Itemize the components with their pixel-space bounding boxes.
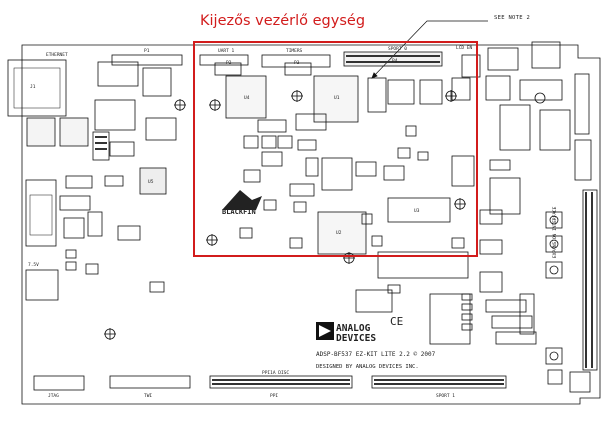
part-j1: J1: [30, 84, 36, 90]
part-u2: U2: [336, 230, 342, 236]
label-sport1: SPORT 1: [436, 393, 455, 399]
controller-highlight-box: [193, 41, 478, 257]
title-caption: Kijezős vezérlő egység: [200, 13, 366, 29]
part-u1: U1: [334, 95, 340, 101]
part-p4: P4: [392, 58, 398, 64]
expansion-connector: [582, 189, 598, 371]
part-p1: P1: [144, 48, 150, 54]
blackfin-logo: BLACKFIN: [222, 190, 262, 216]
flash-chip: [317, 211, 367, 255]
label-ethernet: ETHERNET: [46, 52, 68, 58]
ce-mark: CE: [390, 315, 403, 328]
part-u4: U4: [244, 95, 250, 101]
part-u5: U5: [148, 179, 154, 185]
sport1-header: [371, 375, 507, 389]
part-u3: U3: [414, 208, 420, 214]
part-p2: P2: [226, 60, 232, 66]
label-uart1: UART 1: [218, 48, 235, 54]
label-ppi: PPI: [270, 393, 278, 399]
board-name: ADSP-BF537 EZ-KIT LITE 2.2 © 2007: [316, 351, 436, 358]
label-power: 7.5V: [28, 262, 39, 268]
note-leader-line: [371, 20, 488, 79]
timers-header: [261, 54, 331, 68]
pcb-outline: [21, 44, 601, 405]
logo-line-2: DEVICES: [336, 333, 376, 344]
label-twi: TWI: [144, 393, 152, 399]
part-p3: P3: [294, 60, 300, 66]
label-jtag: JTAG: [48, 393, 59, 399]
left-block-1: [26, 117, 56, 147]
label-sport0: SPORT 0: [388, 46, 407, 52]
twi-header: [109, 375, 191, 389]
ethernet-jack: [7, 59, 67, 117]
sdram-chip: [225, 75, 267, 119]
see-note-label: SEE NOTE 2: [494, 15, 531, 21]
pb-switch-1: [545, 211, 563, 229]
label-lcd-en: LCD EN: [456, 45, 473, 51]
power-jack: [25, 269, 59, 301]
blackfin-logo-text: BLACKFIN: [222, 208, 256, 216]
designed-by: DESIGNED BY ANALOG DEVICES INC.: [316, 364, 419, 370]
jtag-header: [33, 375, 85, 391]
label-ppi-disc: PPI1A DISC: [262, 370, 289, 376]
logo-line-1: ANALOG: [336, 323, 371, 334]
uart-connector: [25, 179, 57, 247]
label-expansion: EXPANSION INTERFACE: [552, 206, 558, 258]
analog-devices-logo: ANALOG DEVICES: [316, 322, 376, 344]
label-timers: TIMERS: [286, 48, 303, 54]
ppi-header: [209, 375, 353, 389]
